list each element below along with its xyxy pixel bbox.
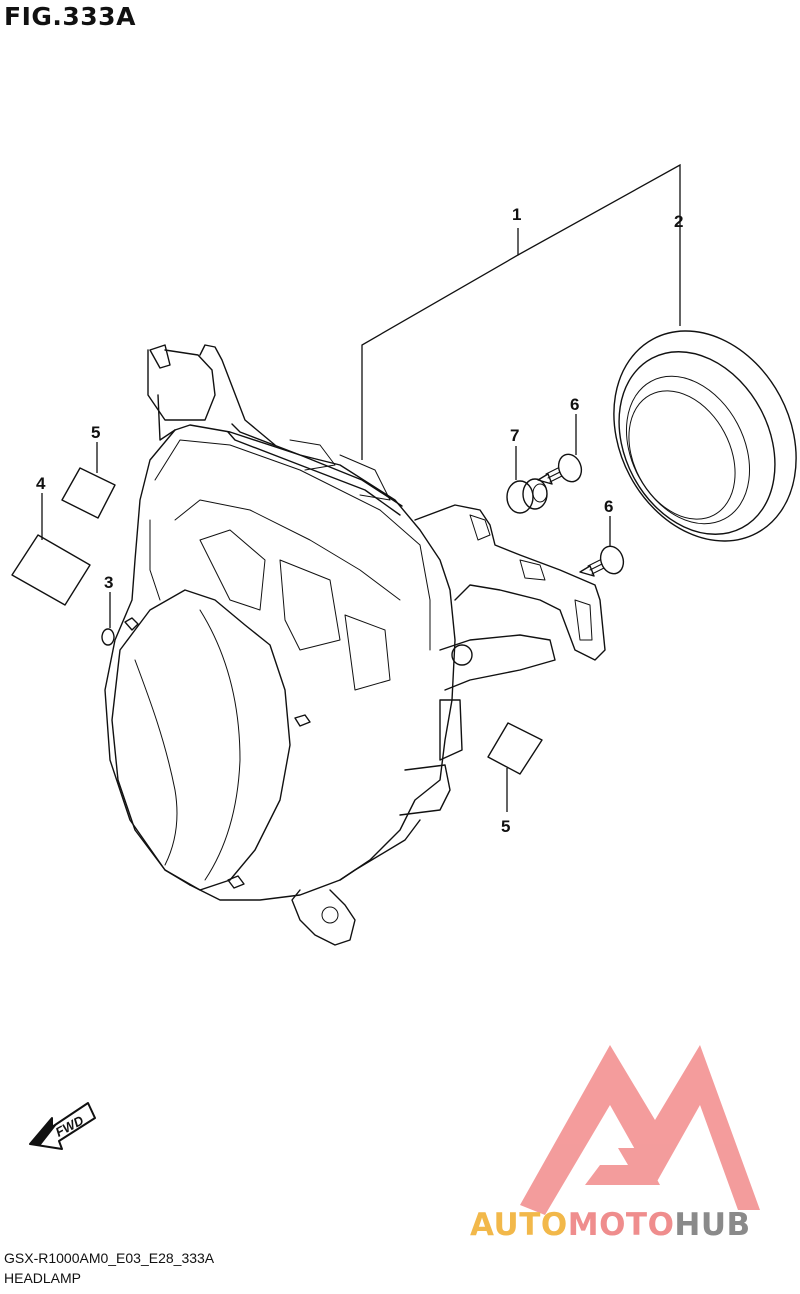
callout-3: 3 [104, 573, 113, 592]
callout-5-upper: 5 [91, 423, 100, 442]
clip-3-icon [101, 628, 115, 646]
callout-6-upper: 6 [570, 395, 579, 414]
screw-upper-icon [537, 453, 583, 485]
watermark-brand: AUTOMOTOHUB [470, 1207, 751, 1243]
callout-2: 2 [674, 212, 683, 231]
figure-footer: GSX-R1000AM0_E03_E28_333A HEADLAMP [4, 1248, 214, 1288]
headlamp-assembly [104, 344, 606, 946]
pad-5-upper-icon [61, 467, 116, 519]
watermark-part-auto: AUTO [470, 1207, 568, 1243]
section-name: HEADLAMP [4, 1270, 82, 1286]
callout-7: 7 [510, 426, 519, 445]
screw-lower-icon [579, 545, 625, 577]
callout-4: 4 [36, 474, 46, 493]
pad-5-lower-icon [487, 722, 543, 775]
fwd-direction-arrow-icon: FWD [29, 1102, 96, 1150]
watermark-part-hub: HUB [674, 1207, 751, 1243]
grommet-part [506, 478, 548, 514]
watermark-part-moto: MOTO [567, 1207, 675, 1243]
watermark-logo-icon [520, 1045, 760, 1215]
figure-title: FIG.333A [4, 2, 136, 31]
callout-1: 1 [512, 205, 521, 224]
pad-4-icon [11, 534, 91, 606]
callout-6-lower: 6 [604, 497, 613, 516]
callout-5-lower: 5 [501, 817, 510, 836]
model-code: GSX-R1000AM0_E03_E28_333A [4, 1250, 215, 1266]
headlamp-bezel-ring [613, 330, 797, 542]
leader-lines [41, 163, 681, 812]
